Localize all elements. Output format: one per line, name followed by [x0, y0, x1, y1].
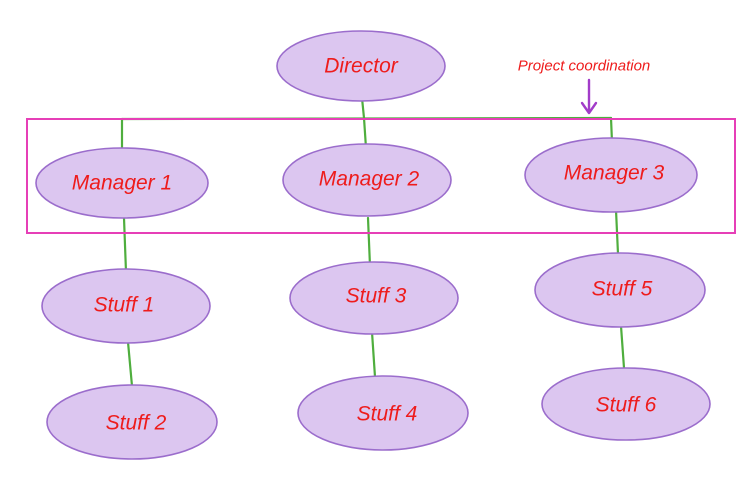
node-stuff-1: Stuff 1 [41, 268, 211, 344]
node-stuff-2: Stuff 2 [46, 384, 218, 460]
coordination-arrow [580, 78, 598, 115]
node-stuff-1-label: Stuff 1 [94, 294, 155, 317]
connector-bus-manager-2 [362, 116, 368, 150]
node-stuff-5: Stuff 5 [534, 252, 706, 328]
node-manager-1: Manager 1 [35, 147, 209, 219]
node-stuff-3-label: Stuff 3 [346, 285, 407, 308]
connector-manager-2-stuff-3 [366, 216, 372, 268]
connectors [120, 96, 626, 388]
node-manager-3: Manager 3 [524, 137, 698, 213]
connector-stuff-3-stuff-4 [370, 330, 377, 379]
node-director: Director [276, 30, 446, 102]
node-stuff-2-label: Stuff 2 [106, 412, 167, 435]
node-manager-1-label: Manager 1 [72, 172, 172, 195]
node-manager-3-label: Manager 3 [564, 162, 665, 185]
connector-stuff-5-stuff-6 [619, 324, 626, 370]
project-coordination-box [26, 118, 736, 234]
node-stuff-6: Stuff 6 [541, 367, 711, 441]
node-stuff-3: Stuff 3 [289, 261, 459, 335]
project-coordination-label: Project coordination [518, 58, 651, 75]
connector-manager-1-stuff-1 [122, 216, 128, 274]
connector-stuff-1-stuff-2 [126, 340, 134, 388]
node-stuff-5-label: Stuff 5 [592, 278, 653, 301]
node-stuff-4: Stuff 4 [297, 375, 469, 451]
node-manager-2-label: Manager 2 [319, 168, 420, 191]
node-director-label: Director [324, 55, 399, 78]
node-stuff-6-label: Stuff 6 [596, 394, 657, 417]
node-manager-2: Manager 2 [282, 143, 452, 217]
node-stuff-4-label: Stuff 4 [357, 403, 418, 426]
